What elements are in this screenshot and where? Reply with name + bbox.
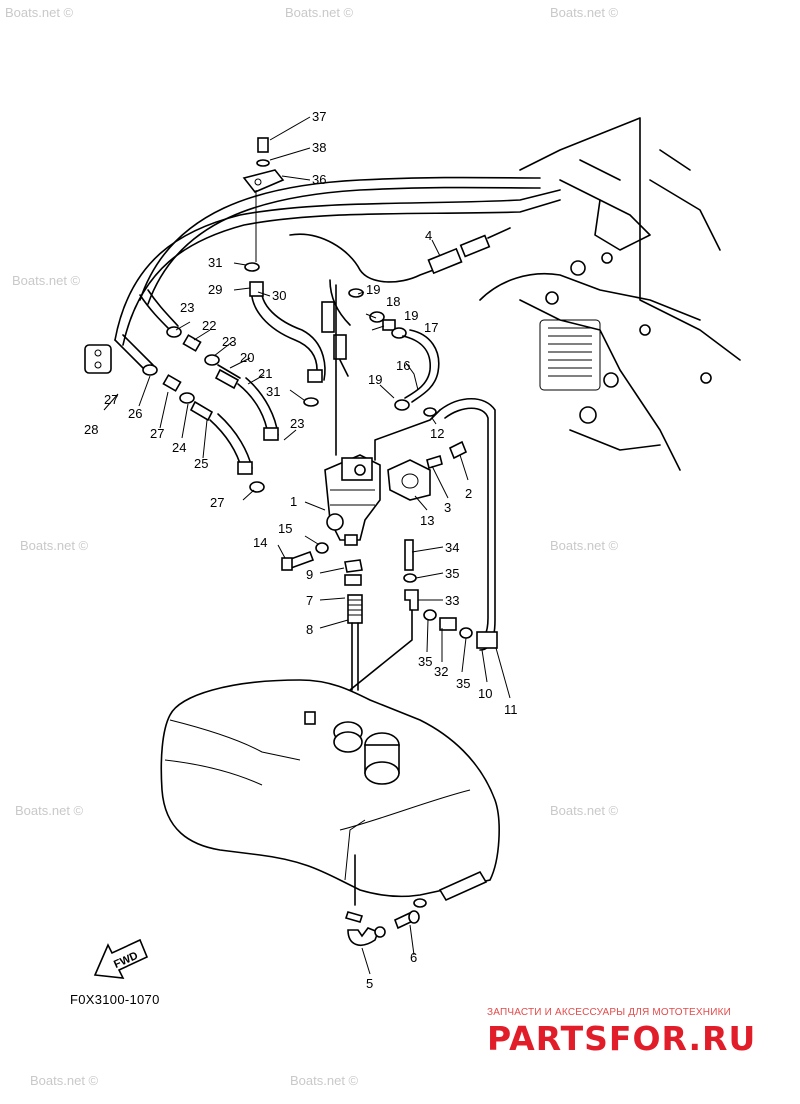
hose-30	[249, 281, 326, 407]
callout-17: 17	[424, 320, 438, 335]
callout-28: 28	[84, 422, 98, 437]
leader-lines	[103, 116, 511, 975]
callout-19b: 19	[404, 308, 418, 323]
part-1-fuel-pump	[324, 284, 441, 546]
callout-27b: 27	[150, 426, 164, 441]
callout-35b: 35	[418, 654, 432, 669]
callout-31b: 31	[266, 384, 280, 399]
callout-27: 27	[104, 392, 118, 407]
watermark: Boats.net ©	[550, 5, 619, 20]
watermark: Boats.net ©	[285, 5, 354, 20]
callout-23b: 23	[222, 334, 236, 349]
callout-1: 1	[290, 494, 297, 509]
callout-8: 8	[306, 622, 313, 637]
callout-7: 7	[306, 593, 313, 608]
callout-numbers: 37 38 36 4 31 29 30 19 18 19 17 23 22 23…	[84, 109, 518, 991]
hose-25	[114, 334, 265, 493]
callout-6: 6	[410, 950, 417, 965]
callout-37: 37	[312, 109, 326, 124]
callout-25: 25	[194, 456, 208, 471]
callout-32: 32	[434, 664, 448, 679]
watermark: Boats.net ©	[5, 5, 74, 20]
callout-14: 14	[253, 535, 267, 550]
watermark: Boats.net ©	[12, 273, 81, 288]
gasket-13	[387, 407, 468, 501]
diagram-code: F0X3100-1070	[70, 992, 160, 1007]
callout-12: 12	[430, 426, 444, 441]
fwd-arrow: FWD	[93, 938, 149, 979]
callout-16: 16	[396, 358, 410, 373]
callout-31: 31	[208, 255, 222, 270]
watermark: Boats.net ©	[550, 538, 619, 553]
bolt-14	[281, 542, 363, 691]
callout-20: 20	[240, 350, 254, 365]
callout-36: 36	[312, 172, 326, 187]
bracket-36	[242, 137, 285, 272]
callout-13: 13	[420, 513, 434, 528]
callout-30: 30	[272, 288, 286, 303]
callout-4: 4	[425, 228, 432, 243]
hose-11	[423, 398, 498, 651]
watermark: Boats.net ©	[290, 1073, 359, 1088]
watermark: Boats.net ©	[550, 803, 619, 818]
callout-22: 22	[202, 318, 216, 333]
callout-33: 33	[445, 593, 459, 608]
callout-35c: 35	[456, 676, 470, 691]
callout-27c: 27	[210, 495, 224, 510]
callout-29: 29	[208, 282, 222, 297]
hose-17	[321, 279, 440, 411]
callout-19: 19	[366, 282, 380, 297]
part-28-clip	[84, 344, 112, 374]
upper-hoses	[114, 176, 561, 346]
watermark: Boats.net ©	[15, 803, 84, 818]
callout-34: 34	[445, 540, 459, 555]
callout-19c: 19	[368, 372, 382, 387]
callout-9: 9	[306, 567, 313, 582]
callout-2: 2	[465, 486, 472, 501]
callout-3: 3	[444, 500, 451, 515]
part-4-fitting	[289, 227, 511, 283]
callout-26: 26	[128, 406, 142, 421]
callout-15: 15	[278, 521, 292, 536]
callout-10: 10	[478, 686, 492, 701]
callout-38: 38	[312, 140, 326, 155]
callout-35: 35	[445, 566, 459, 581]
parts-33-34	[349, 539, 419, 691]
callout-23c: 23	[290, 416, 304, 431]
engine-block	[479, 117, 741, 471]
banner-logo[interactable]: PARTSFOR.RU	[487, 1019, 757, 1058]
watermarks: Boats.net © Boats.net © Boats.net © Boat…	[5, 5, 619, 1088]
callout-24: 24	[172, 440, 186, 455]
parts-5-6	[344, 910, 420, 946]
banner-subtitle: ЗАПЧАСТИ И АКСЕССУАРЫ ДЛЯ МОТОТЕХНИКИ	[487, 1007, 732, 1018]
callout-11: 11	[504, 702, 518, 717]
callout-21: 21	[258, 366, 272, 381]
watermark: Boats.net ©	[30, 1073, 99, 1088]
callout-5: 5	[366, 976, 373, 991]
callout-18: 18	[386, 294, 400, 309]
watermark: Boats.net ©	[20, 538, 89, 553]
fuel-tank	[160, 679, 500, 908]
callout-23: 23	[180, 300, 194, 315]
